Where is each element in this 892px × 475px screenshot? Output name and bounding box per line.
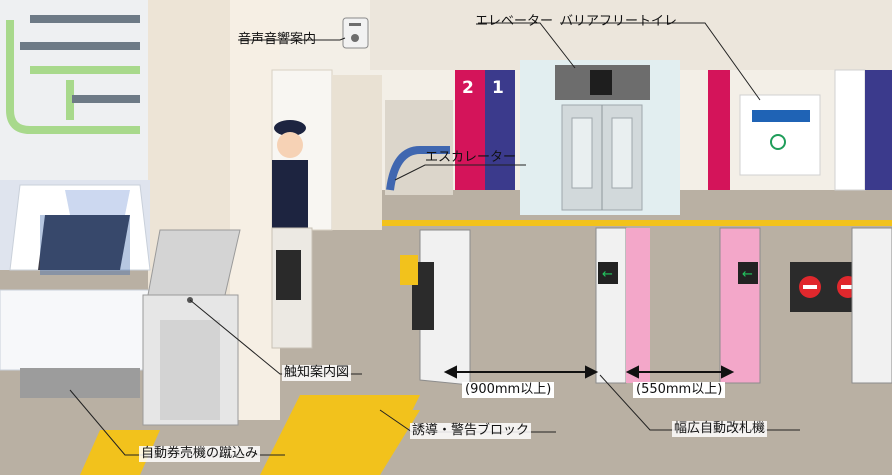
ticket-gate-right: ← — [719, 227, 892, 384]
platform-sign-2 — [455, 70, 485, 190]
svg-text:←: ← — [742, 267, 753, 282]
escalator — [385, 100, 453, 195]
toilet-pillar-left — [708, 70, 730, 190]
ticket-machine — [0, 180, 151, 398]
wide-ticket-gate: ← — [595, 227, 650, 384]
svg-text:←: ← — [602, 267, 613, 282]
kick-space — [20, 368, 140, 398]
route-map-text — [20, 15, 140, 103]
ceiling — [370, 0, 892, 70]
platform-number-2: 2 — [462, 78, 474, 98]
toilet-sign-icon — [752, 110, 810, 122]
dimension-900: (900mm以上) — [462, 382, 555, 398]
counter-panel — [276, 250, 301, 300]
toilet-pillar-navy — [865, 70, 892, 190]
label-escalator: エスカレーター — [425, 150, 517, 165]
speaker-icon — [342, 17, 369, 49]
elevator-sign-icon — [590, 70, 612, 95]
tactile-guide-blocks — [80, 255, 420, 475]
office-door — [332, 75, 382, 230]
wheelchair-icon — [770, 134, 786, 150]
route-map-lines — [6, 20, 140, 134]
platform-number-1: 1 — [492, 78, 504, 98]
platform-sign-1 — [485, 70, 515, 190]
label-tactile-map: 触知案内図 — [282, 365, 352, 381]
toilet-pillar-right — [834, 69, 866, 191]
label-elevator: エレベーター — [475, 14, 554, 29]
tactile-map-stand — [142, 229, 241, 426]
label-guide-blocks: 誘導・警告ブロック — [410, 423, 532, 439]
station-attendant — [272, 120, 308, 230]
label-audio-guide: 音声音響案内 — [238, 32, 317, 47]
dimension-arrows — [443, 365, 735, 379]
label-barrier-free-toilet: バリアフリートイレ — [560, 14, 678, 29]
ticket-gate-left — [412, 229, 471, 386]
label-wide-gate: 幅広自動改札機 — [672, 421, 768, 437]
rear-tactile-line — [380, 220, 892, 226]
dimension-550: (550mm以上) — [633, 382, 726, 398]
elevator — [520, 60, 680, 215]
green-arrow-icon — [598, 262, 618, 284]
label-ticket-machine-kick: 自動券売機の蹴込み — [139, 446, 261, 462]
route-map-board — [0, 0, 150, 185]
